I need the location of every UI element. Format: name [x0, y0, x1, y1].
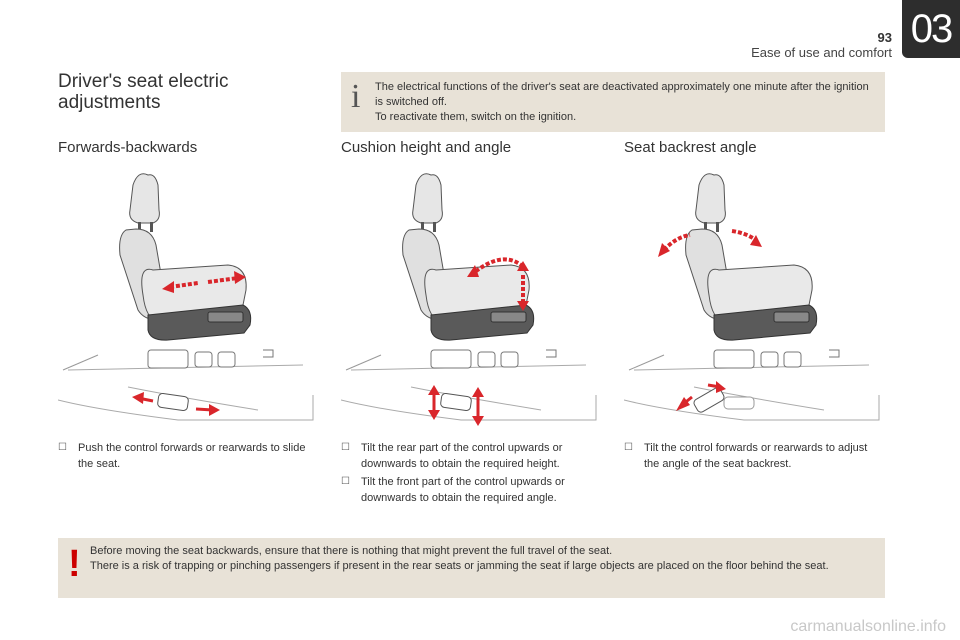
seat-illustration-forwards	[58, 173, 314, 421]
bullet-text: Tilt the control forwards or rearwards t…	[644, 442, 868, 470]
warning-line-2: There is a risk of trapping or pinching …	[90, 560, 829, 572]
bullet-text: Tilt the rear part of the control upward…	[361, 442, 563, 470]
info-box: i The electrical functions of the driver…	[341, 72, 885, 132]
page-number: 93	[877, 30, 892, 45]
info-icon: i	[351, 78, 361, 115]
section-name: Ease of use and comfort	[751, 45, 892, 60]
warning-box: ! Before moving the seat backwards, ensu…	[58, 538, 885, 598]
page-title: Driver's seat electric adjustments	[58, 71, 229, 113]
seat-illustration-cushion	[341, 173, 597, 426]
warning-icon: !	[68, 543, 81, 585]
bullet-icon: ☐	[58, 442, 67, 453]
bullet-text: Tilt the front part of the control upwar…	[361, 476, 565, 504]
heading-cushion-height-angle: Cushion height and angle	[341, 139, 512, 156]
bullet-text: Push the control forwards or rearwards t…	[78, 442, 306, 470]
list-item: ☐ Tilt the front part of the control upw…	[341, 474, 591, 506]
list-item: ☐ Tilt the control forwards or rearwards…	[624, 440, 874, 472]
bullet-icon: ☐	[341, 476, 350, 487]
bullet-icon: ☐	[624, 442, 633, 453]
info-line-1: The electrical functions of the driver's…	[375, 81, 869, 108]
bullets-forwards-backwards: ☐ Push the control forwards or rearwards…	[58, 440, 308, 474]
chapter-tab: 03	[902, 0, 960, 58]
bullet-icon: ☐	[341, 442, 350, 453]
list-item: ☐ Tilt the rear part of the control upwa…	[341, 440, 591, 472]
list-item: ☐ Push the control forwards or rearwards…	[58, 440, 308, 472]
heading-forwards-backwards: Forwards-backwards	[58, 139, 198, 156]
watermark: carmanualsonline.info	[790, 618, 946, 635]
warning-line-1: Before moving the seat backwards, ensure…	[90, 545, 613, 557]
heading-seat-backrest-angle: Seat backrest angle	[624, 139, 757, 156]
seat-illustration-backrest	[624, 173, 880, 421]
info-line-2: To reactivate them, switch on the igniti…	[375, 111, 577, 123]
bullets-seat-backrest-angle: ☐ Tilt the control forwards or rearwards…	[624, 440, 874, 474]
bullets-cushion-height-angle: ☐ Tilt the rear part of the control upwa…	[341, 440, 591, 508]
